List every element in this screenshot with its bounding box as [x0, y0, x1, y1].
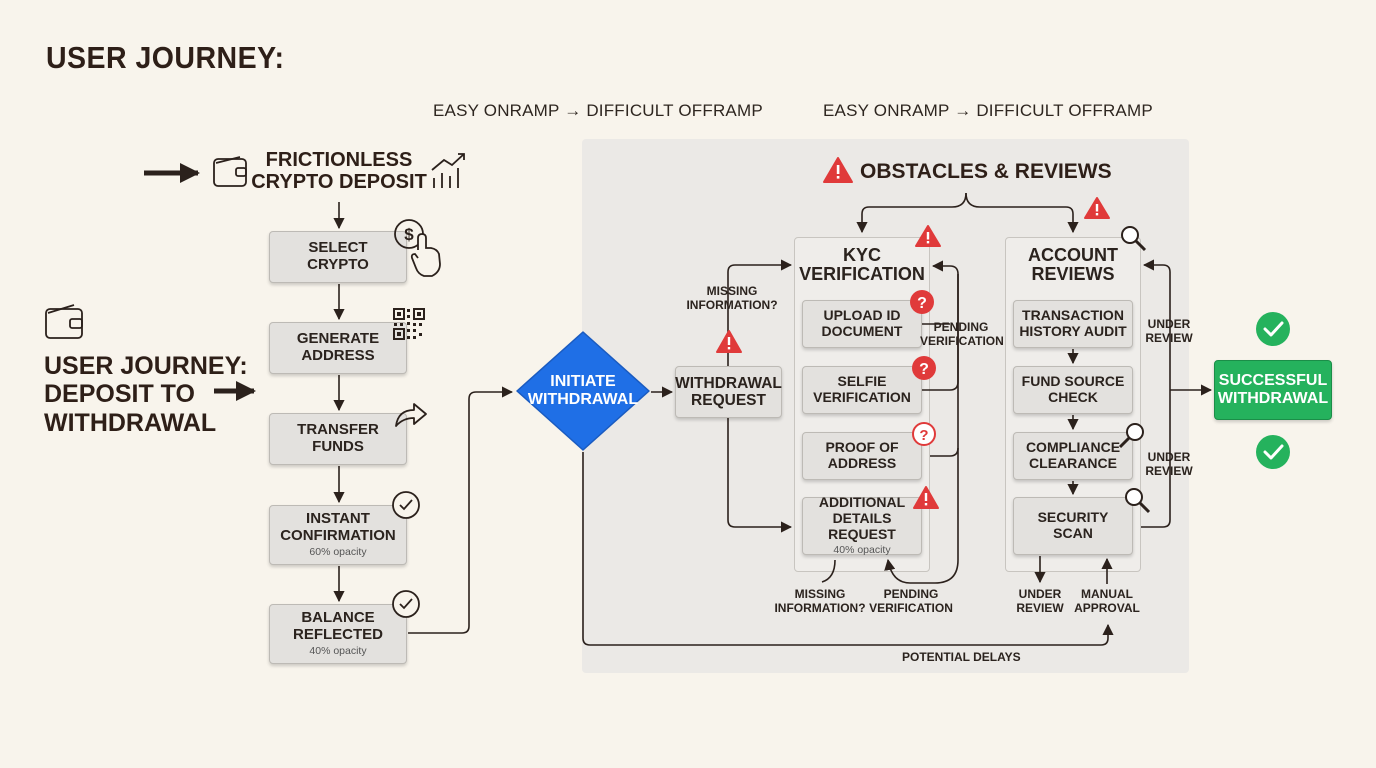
transaction-audit-label: TRANSACTION HISTORY AUDIT	[1019, 307, 1127, 339]
obstacles-title: OBSTACLES & REVIEWS	[860, 160, 1112, 183]
balance-reflected-node: BALANCE REFLECTED 40% opacity	[269, 604, 407, 664]
warning-icon	[823, 157, 853, 183]
svg-text:$: $	[404, 225, 414, 244]
withdrawal-request-node: WITHDRAWAL REQUEST	[675, 366, 782, 418]
manual-approval-label: MANUAL APPROVAL	[1074, 587, 1140, 615]
compliance-clearance-node: COMPLIANCE CLEARANCE	[1013, 432, 1133, 480]
security-scan-node: SECURITY SCAN	[1013, 497, 1133, 555]
magnifier-icon	[1125, 488, 1151, 514]
fund-source-node: FUND SOURCE CHECK	[1013, 366, 1133, 414]
kyc-title: KYC VERIFICATION	[799, 245, 925, 285]
under-review-top-loop	[1142, 259, 1171, 390]
select-crypto-label: SELECT CRYPTO	[307, 239, 369, 273]
initiate-withdrawal-diamond: INITIATE WITHDRAWAL	[516, 331, 650, 451]
side-journey-label: USER JOURNEY: DEPOSIT TO WITHDRAWAL	[44, 352, 248, 437]
warning-icon	[913, 486, 939, 509]
kyc-bottom-curve	[884, 448, 959, 584]
arrow-request-to-kyc-top	[727, 259, 793, 366]
additional-details-node: ADDITIONAL DETAILS REQUEST 40% opacity	[802, 494, 922, 556]
instant-confirmation-node: INSTANT CONFIRMATION 60% opacity	[269, 505, 407, 565]
under-review-mid-label: UNDER REVIEW	[1145, 450, 1193, 478]
proof-of-address-node: PROOF OF ADDRESS	[802, 432, 922, 480]
warning-icon	[915, 225, 941, 247]
check-circle-icon	[392, 590, 420, 618]
transfer-funds-node: TRANSFER FUNDS	[269, 413, 407, 465]
diamond-shape	[516, 331, 650, 451]
fund-source-label: FUND SOURCE CHECK	[1021, 373, 1125, 405]
additional-details-note: 40% opacity	[833, 543, 891, 556]
transaction-audit-node: TRANSACTION HISTORY AUDIT	[1013, 300, 1133, 348]
page-title: USER JOURNEY:	[46, 40, 285, 75]
wallet-icon	[45, 304, 83, 339]
instant-confirmation-label: INSTANT CONFIRMATION	[280, 510, 396, 545]
compliance-clearance-label: COMPLIANCE CLEARANCE	[1025, 439, 1121, 471]
generate-address-node: GENERATE ADDRESS	[269, 322, 407, 374]
arrow-request-to-kyc-bottom	[727, 418, 793, 533]
green-check-icon	[1256, 435, 1290, 469]
svg-text:?: ?	[919, 427, 928, 444]
successful-withdrawal-node: SUCCESSFUL WITHDRAWAL	[1214, 360, 1332, 420]
green-check-icon	[1256, 312, 1290, 346]
balance-reflected-label: BALANCE REFLECTED	[293, 609, 383, 644]
obstacles-brace-right	[965, 192, 1079, 234]
svg-text:?: ?	[919, 361, 929, 378]
account-reviews-title: ACCOUNT REVIEWS	[1028, 245, 1118, 285]
initiate-withdrawal-label: INITIATE WITHDRAWAL	[527, 373, 639, 408]
question-icon: ?	[912, 356, 936, 380]
check-circle-icon	[392, 491, 420, 519]
missing-info-bottom-label: MISSING INFORMATION?	[774, 587, 866, 615]
pending-verification-bottom-label: PENDING VERIFICATION	[869, 587, 953, 615]
security-scan-label: SECURITY SCAN	[1037, 509, 1109, 541]
selfie-verification-node: SELFIE VERIFICATION	[802, 366, 922, 414]
instant-confirmation-note: 60% opacity	[309, 546, 367, 558]
additional-details-label: ADDITIONAL DETAILS REQUEST	[818, 494, 906, 542]
arrow-balance-to-initiate	[408, 386, 514, 634]
transfer-funds-label: TRANSFER FUNDS	[297, 421, 379, 455]
subtitle-right: EASY ONRAMP → DIFFICULT OFFRAMP	[823, 101, 1153, 120]
warning-icon	[716, 330, 742, 353]
potential-delays-line	[582, 452, 1114, 646]
chart-up-icon	[431, 153, 465, 188]
select-crypto-node: SELECT CRYPTO	[269, 231, 407, 283]
question-icon: ?	[912, 422, 936, 446]
dollar-click-icon: $	[394, 219, 441, 277]
generate-address-label: GENERATE ADDRESS	[296, 330, 380, 364]
share-arrow-icon	[395, 403, 427, 427]
question-icon: ?	[910, 290, 934, 314]
svg-text:?: ?	[917, 295, 927, 312]
obstacles-brace	[856, 192, 967, 234]
kyc-missing-info-curve	[821, 559, 836, 583]
warning-icon	[1084, 197, 1110, 219]
wallet-icon	[213, 156, 247, 187]
deposit-header: FRICTIONLESS CRYPTO DEPOSIT	[251, 149, 427, 194]
magnifier-icon	[1118, 423, 1144, 449]
potential-delays-label: POTENTIAL DELAYS	[902, 650, 1021, 664]
selfie-verification-label: SELFIE VERIFICATION	[813, 373, 911, 405]
missing-info-top-label: MISSING INFORMATION?	[686, 284, 778, 312]
under-review-bottom-loop	[1141, 390, 1171, 528]
withdrawal-request-label: WITHDRAWAL REQUEST	[675, 374, 782, 410]
upload-id-node: UPLOAD ID DOCUMENT	[802, 300, 922, 348]
qr-code-icon	[393, 308, 425, 340]
proof-of-address-label: PROOF OF ADDRESS	[825, 439, 899, 471]
magnifier-icon	[1121, 226, 1147, 252]
upload-id-label: UPLOAD ID DOCUMENT	[821, 307, 903, 339]
under-review-bottom-label: UNDER REVIEW	[1016, 587, 1064, 615]
under-review-top-label: UNDER REVIEW	[1145, 317, 1193, 345]
balance-reflected-note: 40% opacity	[309, 645, 367, 657]
subtitle-left: EASY ONRAMP → DIFFICULT OFFRAMP	[433, 101, 763, 120]
